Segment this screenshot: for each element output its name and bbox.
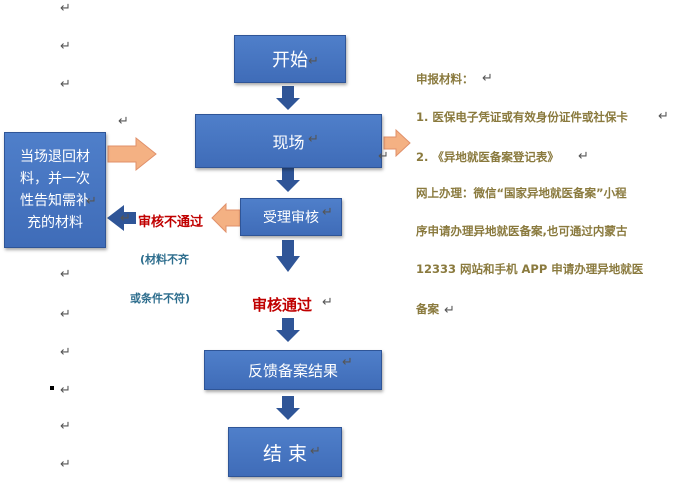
paragraph-mark-icon: ↵ — [60, 457, 71, 472]
return-line-4: 充的材料 — [27, 215, 83, 231]
paragraph-mark-icon: ↵ — [322, 205, 333, 220]
paragraph-mark-icon: ↵ — [322, 295, 333, 310]
review-box: 受理审核 — [240, 198, 342, 236]
down-arrow-2 — [276, 168, 300, 192]
paragraph-mark-icon: ↵ — [310, 444, 321, 459]
return-line-1: 当场退回材 — [20, 149, 90, 165]
review-fail-note-1: (材料不齐 — [140, 253, 190, 266]
paragraph-mark-icon: ↵ — [378, 149, 389, 164]
end-label: 结 束 — [262, 442, 308, 465]
paragraph-mark-icon: ↵ — [578, 149, 589, 164]
start-box: 开始 — [234, 35, 346, 83]
review-fail-label: 审核不通过 — [138, 215, 204, 230]
info-heading: 申报材料： — [416, 72, 474, 86]
info-item-2: 2. 《异地就医备案登记表》 — [416, 150, 559, 164]
anchor-marker — [50, 386, 54, 390]
blue-arrow-return — [107, 205, 136, 231]
paragraph-mark-icon: ↵ — [60, 345, 71, 360]
down-arrow-1 — [276, 86, 300, 110]
info-online-4: 备案 — [416, 302, 439, 316]
feedback-box: 反馈备案结果 — [204, 350, 382, 390]
paragraph-mark-icon: ↵ — [60, 383, 71, 398]
paragraph-mark-icon: ↵ — [60, 307, 71, 322]
paragraph-mark-icon: ↵ — [118, 114, 129, 129]
down-arrow-3 — [276, 240, 300, 272]
paragraph-mark-icon: ↵ — [60, 1, 71, 16]
orange-arrow-info — [383, 128, 411, 158]
onsite-label: 现场 — [272, 133, 305, 152]
paragraph-mark-icon: ↵ — [60, 77, 71, 92]
start-label: 开始 — [272, 50, 308, 71]
down-arrow-5 — [276, 396, 300, 420]
paragraph-mark-icon: ↵ — [86, 194, 97, 209]
return-materials-box: 当场退回材 料，并一次 性告知需补 充的材料 — [4, 132, 106, 248]
orange-arrow-left-box — [107, 136, 157, 172]
paragraph-mark-icon: ↵ — [60, 39, 71, 54]
info-online-1: 网上办理：微信“国家异地就医备案”小程 — [416, 186, 627, 200]
down-arrow-4 — [276, 318, 300, 342]
paragraph-mark-icon: ↵ — [120, 211, 131, 226]
review-label: 受理审核 — [263, 210, 319, 226]
info-online-2: 序申请办理异地就医备案,也可通过内蒙古 — [416, 224, 628, 238]
feedback-label: 反馈备案结果 — [247, 361, 338, 380]
paragraph-mark-icon: ↵ — [444, 303, 455, 318]
paragraph-mark-icon: ↵ — [308, 54, 319, 69]
end-box: 结 束 — [228, 427, 342, 477]
review-pass-label: 审核通过 — [252, 296, 313, 314]
paragraph-mark-icon: ↵ — [308, 132, 319, 147]
onsite-box: 现场 — [195, 114, 382, 168]
return-line-2: 料，并一次 — [20, 171, 90, 187]
paragraph-mark-icon: ↵ — [60, 419, 71, 434]
paragraph-mark-icon: ↵ — [482, 71, 493, 86]
paragraph-mark-icon: ↵ — [60, 267, 71, 282]
info-online-3: 12333 网站和手机 APP 申请办理异地就医 — [416, 262, 644, 276]
paragraph-mark-icon: ↵ — [658, 109, 669, 124]
return-line-3: 性告知需补 — [20, 193, 90, 209]
orange-arrow-review — [211, 202, 241, 234]
info-item-1: 1. 医保电子凭证或有效身份证件或社保卡 — [416, 110, 628, 124]
review-fail-note-2: 或条件不符) — [130, 292, 191, 305]
paragraph-mark-icon: ↵ — [342, 355, 353, 370]
